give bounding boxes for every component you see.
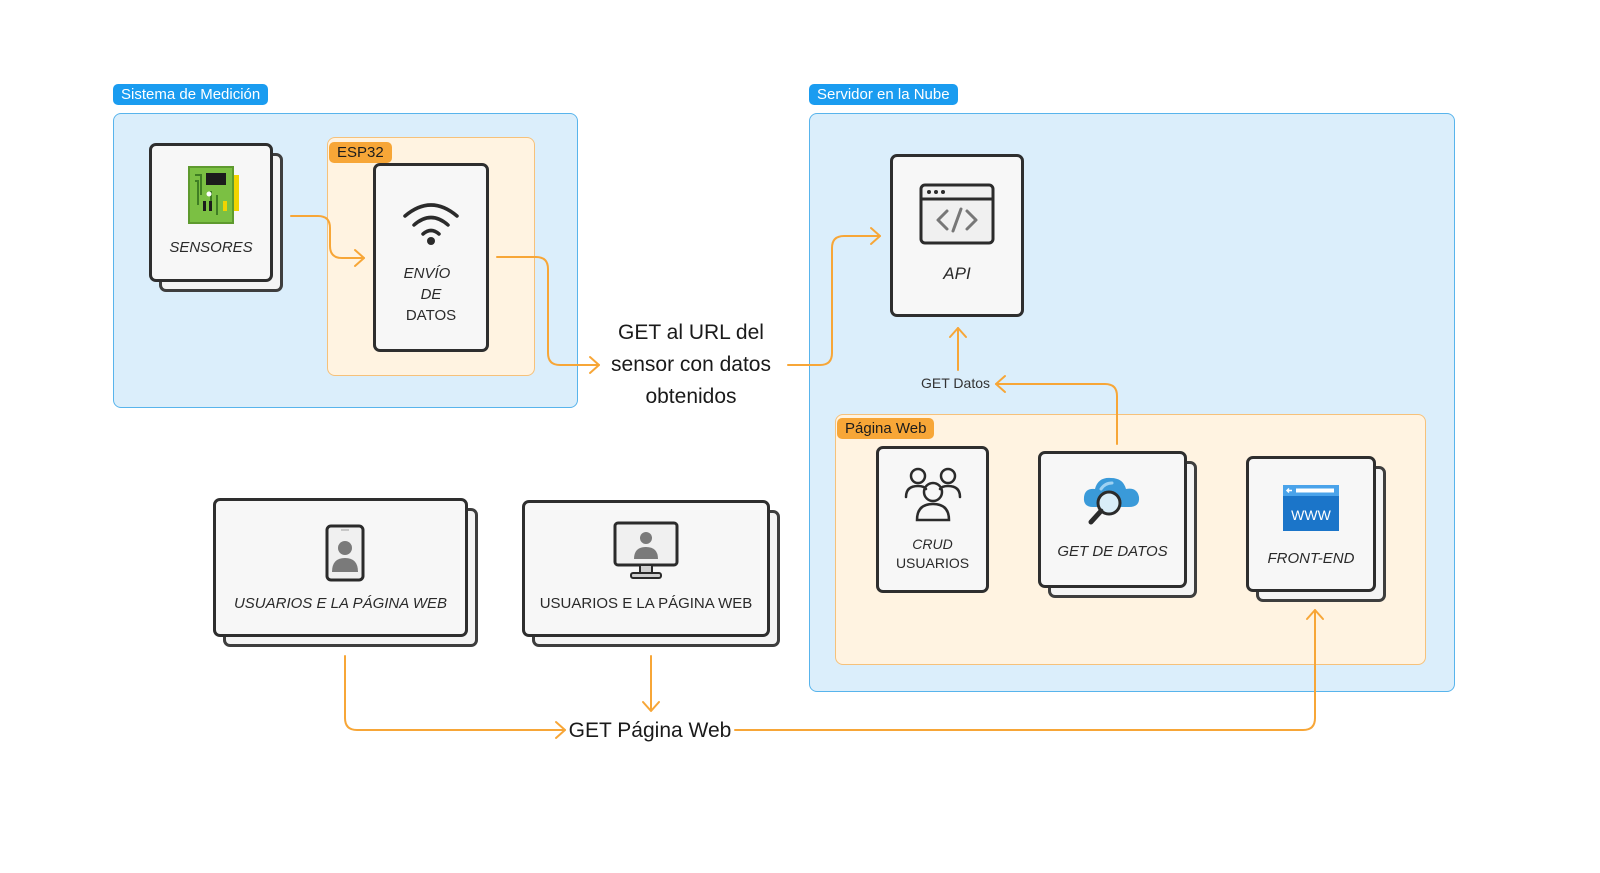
label-envio-1: ENVÍO xyxy=(403,265,451,282)
label-envio-3: DATOS xyxy=(405,307,457,324)
label-api: API xyxy=(943,264,971,283)
desktop-user-icon xyxy=(613,521,679,579)
node-sensores[interactable]: SENSORES xyxy=(149,143,283,292)
svg-text:WWW: WWW xyxy=(1291,507,1331,523)
card-face xyxy=(1246,456,1376,592)
label-crud-1: CRUD xyxy=(912,536,953,552)
node-get-datos[interactable]: GET DE DATOS xyxy=(1038,451,1197,598)
arrowhead-get-text xyxy=(589,356,600,374)
users-group-icon xyxy=(904,467,962,522)
node-envio-datos[interactable]: ENVÍO DE DATOS xyxy=(373,163,489,352)
arrow-getpagina-frontend xyxy=(734,609,1316,731)
mobile-user-icon xyxy=(325,524,365,582)
arrowhead-api xyxy=(870,227,881,245)
arrowhead-getpagina-left xyxy=(555,721,566,739)
label-usuarios-movil: USUARIOS E LA PÁGINA WEB xyxy=(233,595,448,612)
label-usuarios-pc: USUARIOS E LA PÁGINA WEB xyxy=(539,595,753,612)
label-sensores: SENSORES xyxy=(169,239,253,256)
card-face xyxy=(373,163,489,352)
arrowhead-envio xyxy=(354,249,365,267)
wifi-icon xyxy=(403,203,459,245)
card-face xyxy=(1038,451,1187,588)
edge-label-get-pagina: GET Página Web xyxy=(568,719,732,742)
edge-label-get-url-line2: sensor con datos xyxy=(611,353,771,376)
label-get-datos: GET DE DATOS xyxy=(1057,543,1168,560)
arrowhead-api-bottom xyxy=(949,327,967,338)
arrowhead-getpagina-top xyxy=(642,701,660,712)
group-label-sistema-medicion: Sistema de Medición xyxy=(113,84,269,105)
group-label-pagina-web: Página Web xyxy=(837,418,935,439)
label-front-end: FRONT-END xyxy=(1267,550,1355,567)
node-api[interactable]: API xyxy=(890,154,1024,317)
label-crud-2: USUARIOS xyxy=(895,555,970,571)
cloud-search-icon xyxy=(1083,477,1140,525)
www-browser-icon: WWW xyxy=(1283,485,1339,531)
group-label-esp32: ESP32 xyxy=(329,142,392,163)
code-window-icon xyxy=(919,183,995,245)
edge-label-get-url-line3: obtenidos xyxy=(645,385,737,408)
edge-label-get-datos: GET Datos xyxy=(921,375,990,391)
arrow-sensores-envio xyxy=(290,215,365,259)
circuit-board-icon xyxy=(188,166,239,224)
edge-label-get-url: GET al URL del sensor con datos obtenido… xyxy=(598,317,784,413)
arrow-getdatos-label xyxy=(995,383,1118,445)
arrow-movil-getpagina xyxy=(344,655,566,731)
group-label-servidor-nube: Servidor en la Nube xyxy=(809,84,958,105)
arrow-get-api xyxy=(787,235,881,366)
arrowhead-frontend xyxy=(1306,609,1324,620)
node-usuarios-pc[interactable]: USUARIOS E LA PÁGINA WEB xyxy=(522,500,780,647)
node-front-end[interactable]: WWW FRONT-END xyxy=(1246,456,1386,602)
node-usuarios-movil[interactable]: USUARIOS E LA PÁGINA WEB xyxy=(213,498,478,647)
arrowhead-get-datos-label xyxy=(995,375,1006,393)
edge-label-get-url-line1: GET al URL del xyxy=(618,321,764,344)
node-crud-usuarios[interactable]: CRUD USUARIOS xyxy=(876,446,989,593)
arrow-envio-get xyxy=(496,256,600,366)
label-envio-2: DE xyxy=(420,286,442,303)
